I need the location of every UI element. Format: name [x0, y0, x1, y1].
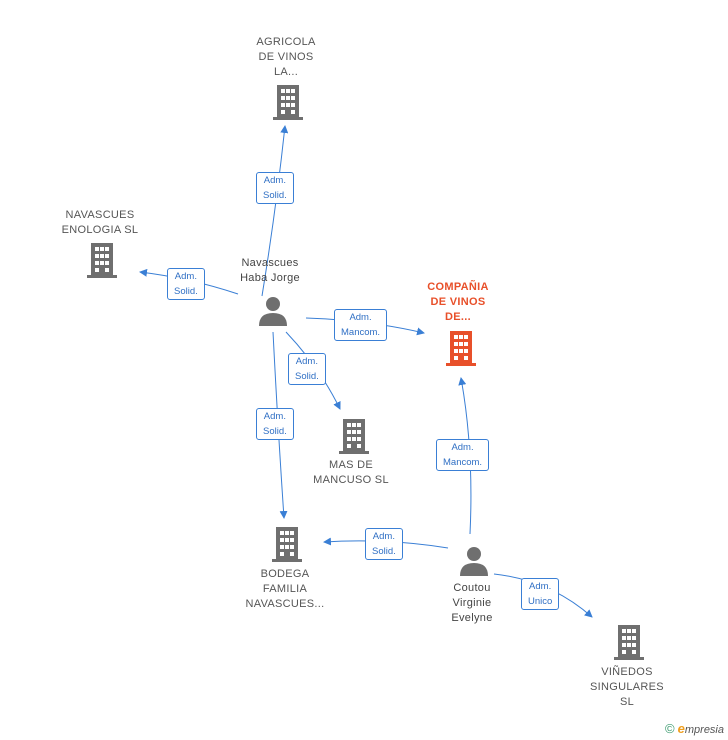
node-label-vinedos[interactable]: VIÑEDOS SINGULARES SL	[590, 666, 664, 708]
node-label-agricola[interactable]: AGRICOLA DE VINOS LA...	[256, 36, 316, 78]
brand-logo: empresia	[677, 721, 724, 736]
person-icon[interactable]	[257, 295, 289, 327]
edge-label-bodega-coutou[interactable]: Adm. Solid.	[365, 528, 403, 560]
building-icon[interactable]	[271, 526, 303, 562]
building-icon[interactable]	[613, 624, 645, 660]
node-label-bodega[interactable]: BODEGA FAMILIA NAVASCUES...	[245, 568, 325, 610]
building-icon[interactable]	[86, 242, 118, 278]
edge-label-mas[interactable]: Adm. Solid.	[288, 353, 326, 385]
copyright-icon: ©	[665, 721, 675, 736]
edge-label-agricola[interactable]: Adm. Solid.	[256, 172, 294, 204]
edge-label-compania-navascues[interactable]: Adm. Mancom.	[334, 309, 388, 341]
edge-label-bodega-navascues[interactable]: Adm. Solid.	[256, 408, 294, 440]
building-icon[interactable]	[338, 418, 370, 454]
building-icon[interactable]	[272, 84, 304, 120]
edge-label-vinedos[interactable]: Adm. Unico	[521, 578, 560, 610]
node-label-mas-de-mancuso[interactable]: MAS DE MANCUSO SL	[313, 459, 389, 486]
node-label-navascues-haba[interactable]: Navascues Haba Jorge	[240, 257, 300, 284]
edge-navascues-agricola	[261, 125, 289, 297]
footer-brand[interactable]: © empresia	[665, 721, 724, 736]
person-icon[interactable]	[458, 545, 490, 577]
edge-label-compania-coutou[interactable]: Adm. Mancom.	[436, 439, 490, 471]
node-label-compania[interactable]: COMPAÑIA DE VINOS DE...	[427, 281, 489, 323]
node-label-navascues-enologia[interactable]: NAVASCUES ENOLOGIA SL	[61, 209, 139, 236]
building-icon-highlight[interactable]	[445, 330, 477, 366]
edge-label-enologia[interactable]: Adm. Solid.	[167, 268, 205, 300]
node-label-coutou[interactable]: Coutou Virginie Evelyne	[451, 582, 493, 624]
